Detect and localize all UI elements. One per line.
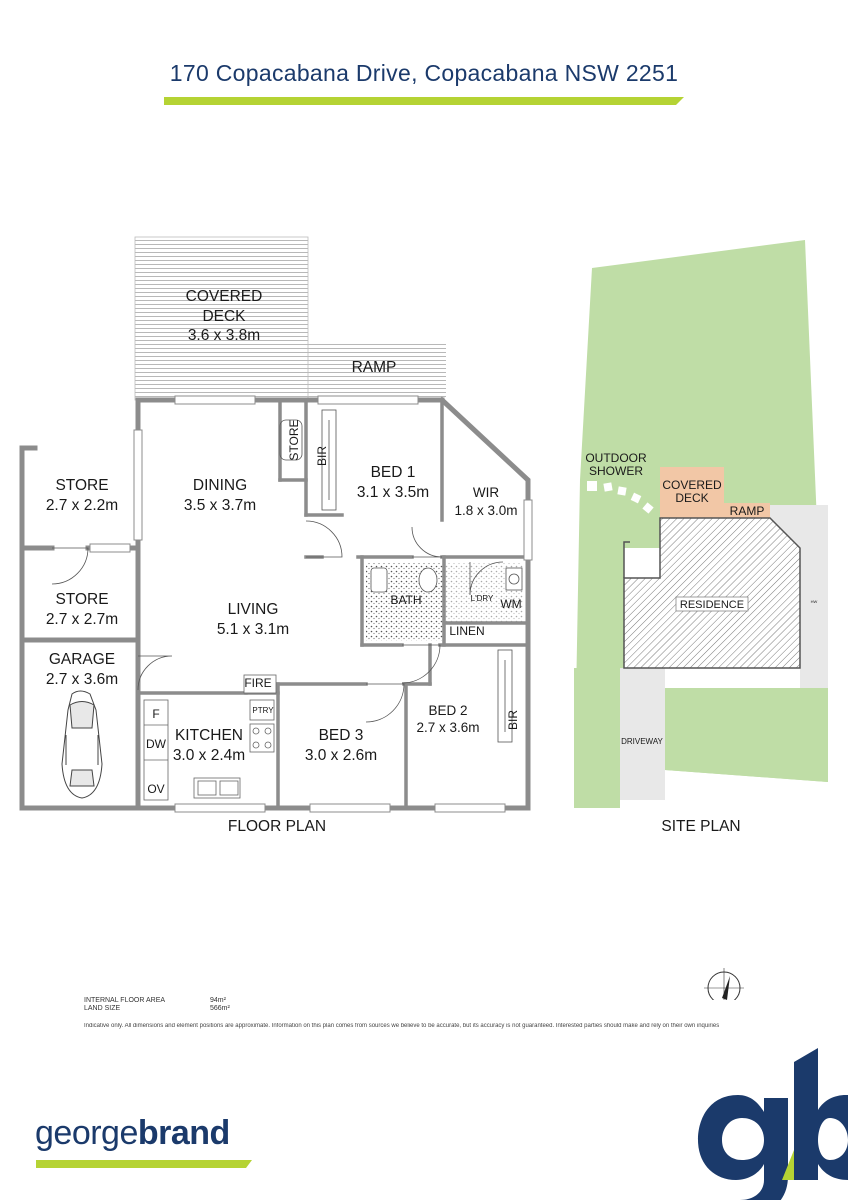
pantry-label: PTRY	[252, 706, 274, 715]
store2-size: 2.7 x 2.7m	[46, 611, 118, 628]
compass-icon: N	[704, 968, 744, 1000]
wm-label: WM	[500, 597, 521, 611]
covered-deck-size: 3.6 x 3.8m	[188, 327, 260, 344]
oven-label: OV	[147, 782, 164, 796]
dishwasher-label: DW	[146, 737, 167, 751]
bir1-label: BIR	[315, 446, 329, 466]
store1-size: 2.7 x 2.2m	[46, 497, 118, 514]
kitchen-label: KITCHEN	[175, 727, 243, 744]
covered-deck-label-2: DECK	[202, 308, 246, 325]
dining-label: DINING	[193, 477, 247, 494]
brand-part1: george	[35, 1114, 138, 1152]
site-plan-label: SITE PLAN	[661, 818, 740, 835]
internal-floor-area-label: INTERNAL FLOOR AREA	[84, 997, 166, 1004]
land-size-label: LAND SIZE	[84, 1005, 121, 1012]
site-covered-deck	[660, 467, 724, 518]
outdoor-shower-label-1: OUTDOOR	[585, 451, 647, 465]
brand-wordmark: georgebrand	[35, 1114, 230, 1153]
disclaimer-text: Indicative only. All dimensions and elem…	[84, 1023, 720, 1029]
floor-and-site-plan: COVERED DECK 3.6 x 3.8m RAMP STORE BIR B…	[19, 236, 828, 1000]
store1-label: STORE	[55, 477, 108, 494]
site-plan: OUTDOOR SHOWER COVERED DECK RAMP RESIDEN…	[574, 240, 828, 835]
bed2-size: 2.7 x 3.6m	[416, 720, 479, 735]
ramp-area	[135, 343, 446, 400]
bath-label: BATH	[390, 593, 421, 607]
page-title: 170 Copacabana Drive, Copacabana NSW 225…	[169, 60, 679, 86]
bed2-label: BED 2	[428, 703, 467, 718]
outdoor-shower-label-2: SHOWER	[589, 464, 643, 478]
small-store-label: STORE	[287, 419, 301, 460]
site-ramp	[724, 503, 770, 518]
car-icon	[61, 690, 103, 799]
fridge-label: F	[152, 707, 159, 721]
wir-label: WIR	[473, 485, 499, 500]
lot-grass	[574, 240, 828, 808]
garage-label: GARAGE	[49, 651, 115, 668]
bed3-label: BED 3	[319, 727, 364, 744]
site-ramp-label: RAMP	[730, 504, 765, 518]
wir-size: 1.8 x 3.0m	[454, 503, 517, 518]
bed1-label: BED 1	[371, 464, 416, 481]
kitchen-size: 3.0 x 2.4m	[173, 747, 245, 764]
residence-label: RESIDENCE	[680, 599, 744, 611]
floor-plan: COVERED DECK 3.6 x 3.8m RAMP STORE BIR B…	[19, 236, 533, 835]
hw-label: HW	[811, 599, 818, 604]
land-size-value: 566m²	[210, 1005, 230, 1012]
area-info: INTERNAL FLOOR AREA 94m² LAND SIZE 566m²	[84, 997, 230, 1013]
covered-deck-label-1: COVERED	[186, 288, 263, 305]
bed1-size: 3.1 x 3.5m	[357, 484, 429, 501]
living-size: 5.1 x 3.1m	[217, 621, 289, 638]
site-deck-label-2: DECK	[675, 491, 708, 505]
driveway	[620, 668, 665, 800]
laundry-label: L'DRY	[471, 594, 494, 603]
site-residence	[623, 517, 801, 669]
brand-underline	[36, 1160, 252, 1168]
fire-label: FIRE	[244, 676, 271, 690]
brand-part2: brand	[137, 1114, 230, 1152]
dining-size: 3.5 x 3.7m	[184, 497, 256, 514]
linen-label: LINEN	[449, 624, 484, 638]
garage-size: 2.7 x 3.6m	[46, 671, 118, 688]
bir2-label: BIR	[506, 710, 520, 730]
site-deck-label-1: COVERED	[662, 478, 722, 492]
floor-plan-label: FLOOR PLAN	[228, 818, 326, 835]
title-underline	[164, 97, 684, 105]
driveway-label: DRIVEWAY	[621, 737, 663, 746]
bed3-size: 3.0 x 2.6m	[305, 747, 377, 764]
ramp-label: RAMP	[352, 359, 397, 376]
store2-label: STORE	[55, 591, 108, 608]
living-label: LIVING	[228, 601, 279, 618]
internal-floor-area-value: 94m²	[210, 997, 226, 1004]
gb-logo	[698, 1048, 848, 1200]
